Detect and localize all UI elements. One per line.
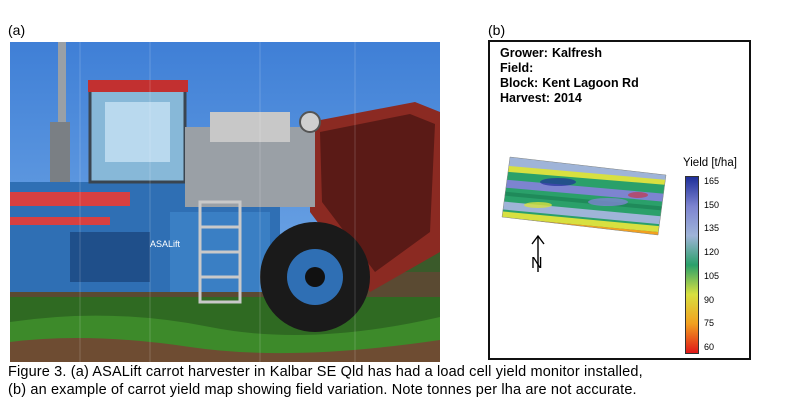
grower-value: Kalfresh (551, 46, 602, 60)
legend-colorbar (685, 176, 699, 354)
legend-tick-label: 150 (704, 199, 720, 210)
north-label: N (531, 255, 543, 272)
yield-map-heatmap (501, 156, 667, 236)
harvester-photo: ASALift (10, 42, 440, 362)
legend-tick-label: 165 (704, 176, 720, 186)
yield-map-panel: Grower:Kalfresh Field: Block:Kent Lagoon… (488, 40, 751, 360)
figure-caption: Figure 3. (a) ASALift carrot harvester i… (8, 363, 798, 399)
block-line: Block:Kent Lagoon Rd (500, 76, 639, 90)
harvest-value: 2014 (554, 91, 582, 105)
block-label: Block: (500, 76, 539, 90)
legend-title: Yield [t/ha] (683, 157, 737, 169)
panel-b-label: (b) (488, 22, 506, 38)
carrot-harvester-illustration: ASALift (10, 42, 440, 362)
grower-line: Grower:Kalfresh (500, 46, 602, 60)
legend-tick-label: 135 (704, 223, 720, 234)
machine-logo: ASALift (150, 239, 181, 249)
caption-line-2: (b) an example of carrot yield map showi… (8, 382, 637, 398)
harvest-line: Harvest:2014 (500, 91, 582, 105)
north-arrow-icon: N (531, 234, 545, 272)
legend-tick-label: 120 (704, 247, 720, 258)
field-label: Field: (500, 61, 534, 75)
legend-tick-label: 60 (704, 342, 715, 352)
caption-line-1: Figure 3. (a) ASALift carrot harvester i… (8, 364, 643, 380)
panel-a-label: (a) (8, 22, 26, 38)
legend-tick-label: 105 (704, 270, 720, 281)
grower-label: Grower: (500, 46, 548, 60)
field-line: Field: (500, 61, 537, 75)
block-value: Kent Lagoon Rd (542, 76, 639, 90)
harvest-label: Harvest: (500, 91, 551, 105)
legend-tick-label: 75 (704, 318, 715, 329)
legend-tick-label: 90 (704, 294, 715, 305)
